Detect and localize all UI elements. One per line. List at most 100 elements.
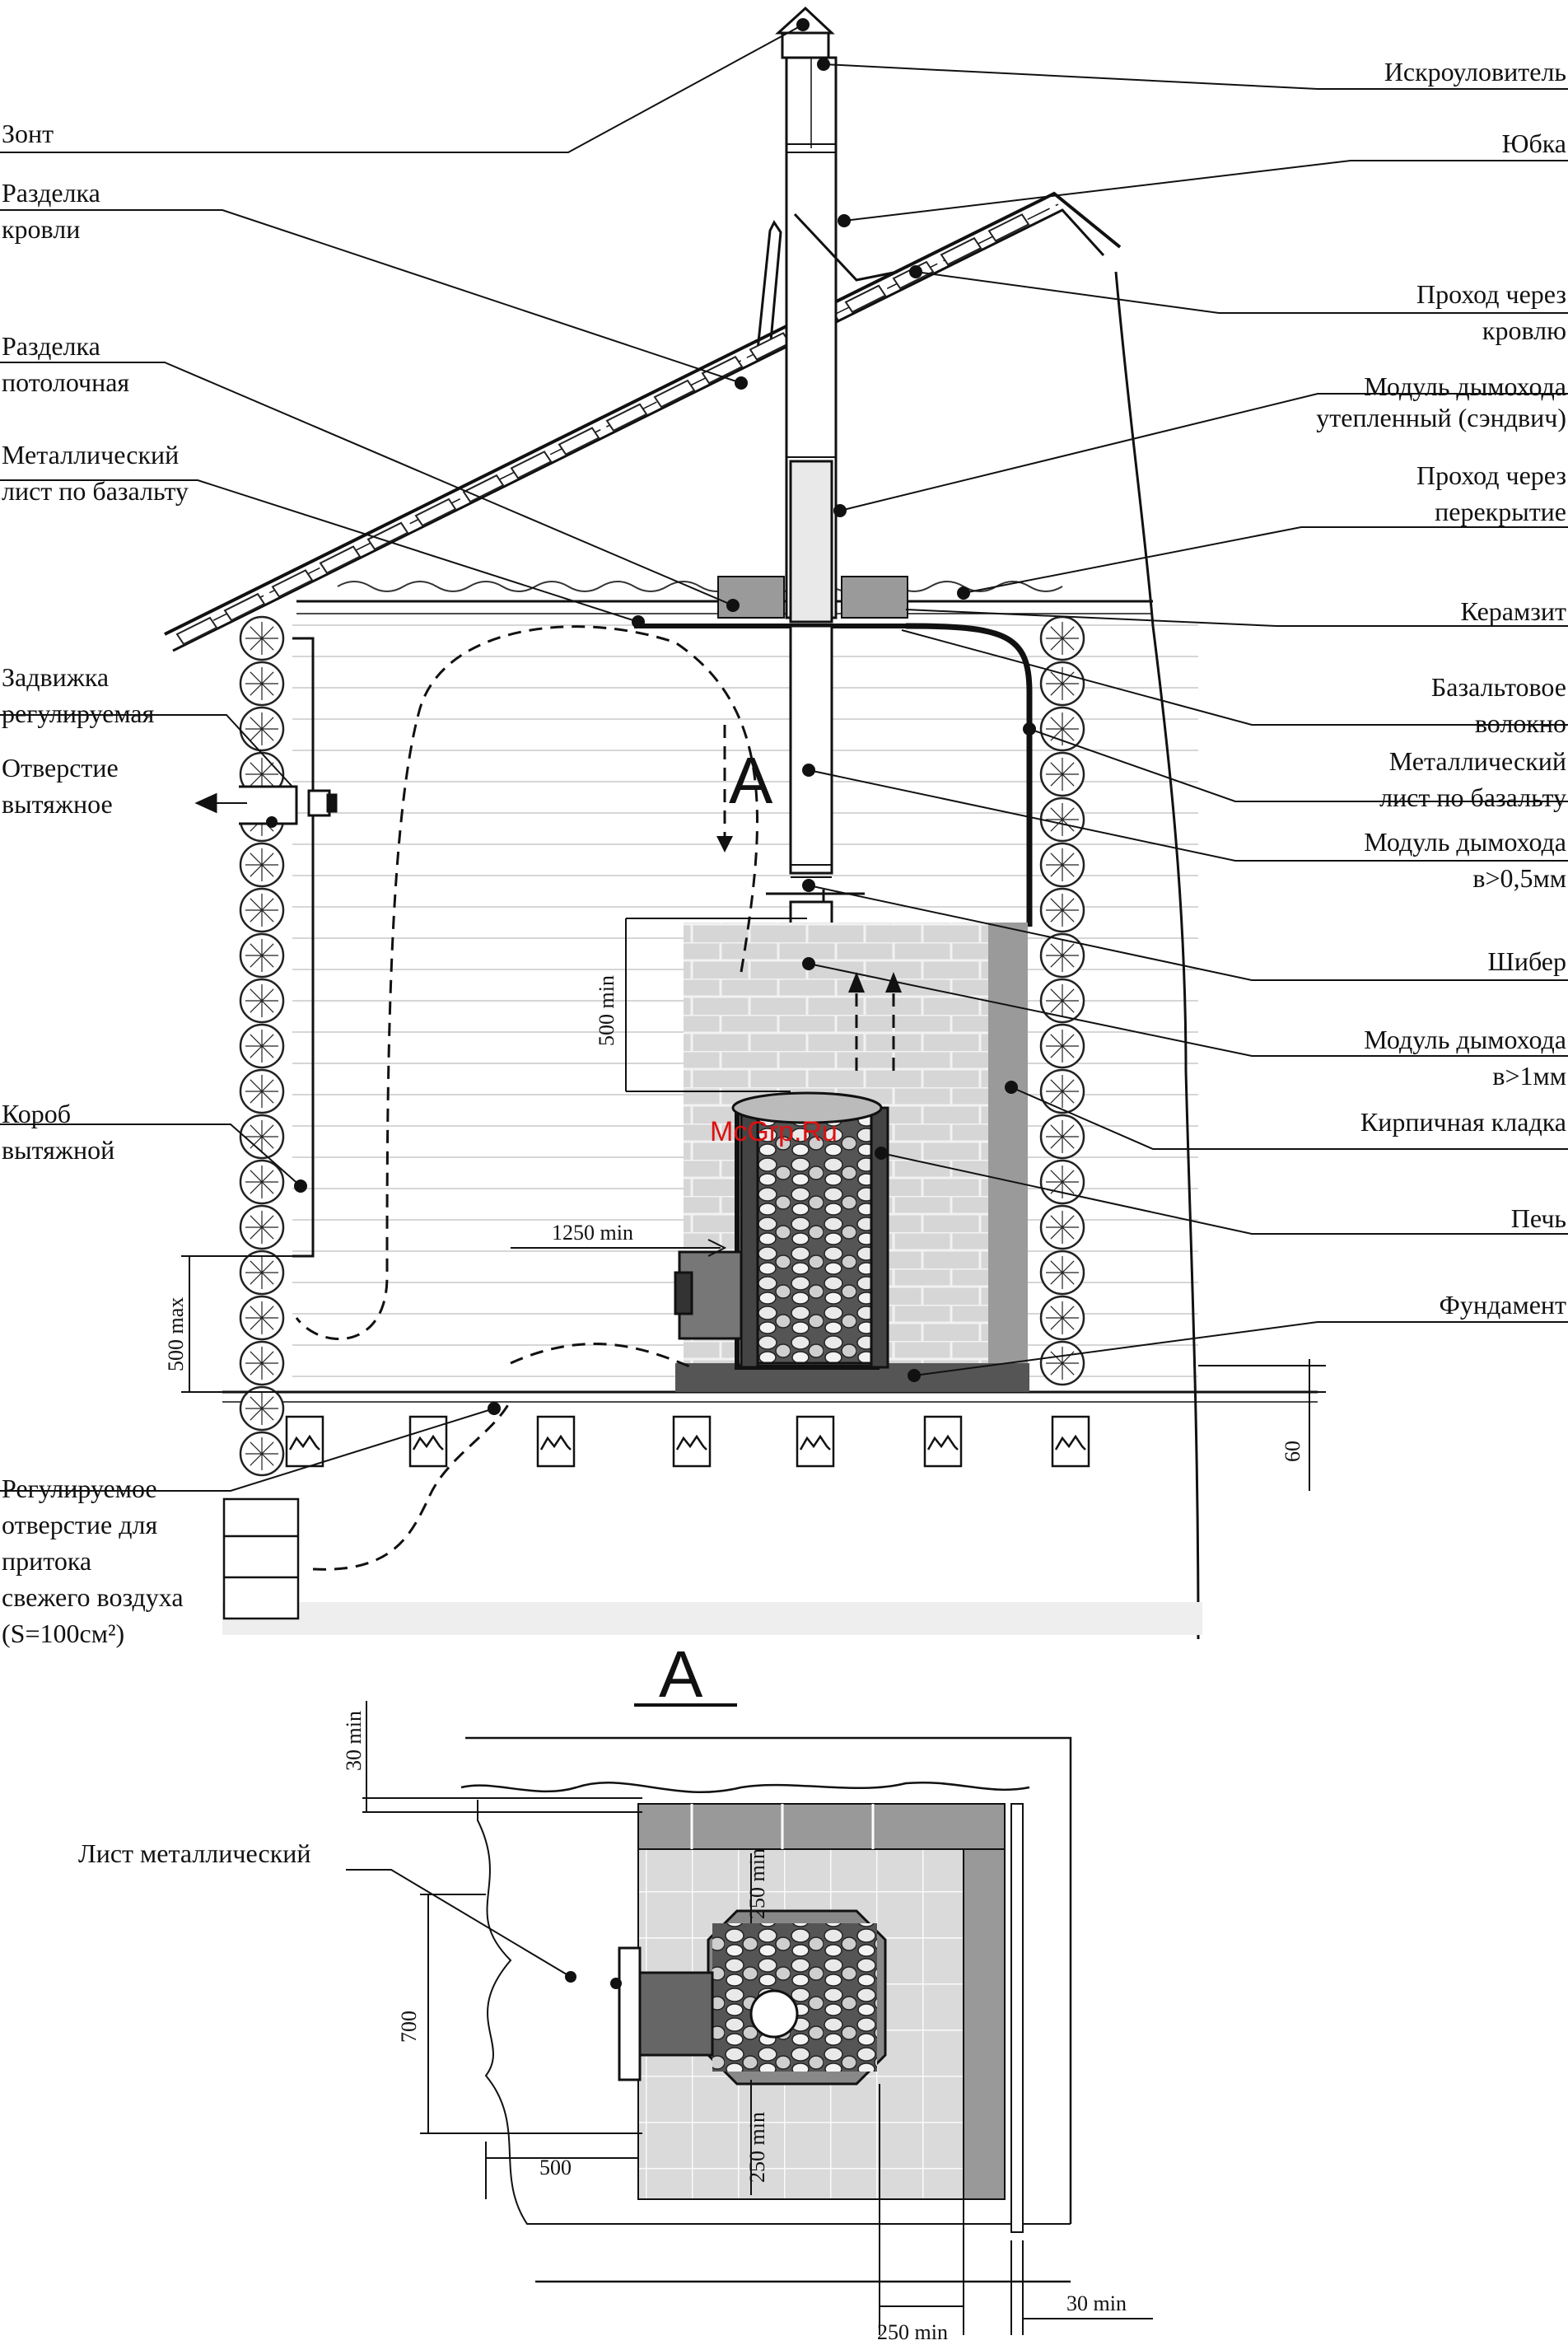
label-line: Металлический [2,440,180,469]
dimension-lines [181,918,1326,1491]
roof-tile [223,592,266,622]
label-line: Кирпичная кладка [1360,1107,1566,1137]
log-wall-right [1039,615,1085,1386]
label-line: лист по базальту [1379,782,1566,812]
label-line: Отверстие [2,753,119,782]
plan-title: A [659,1637,703,1711]
label-pech: Печь [1511,1200,1566,1236]
roof-tile [271,569,314,598]
stove [674,1091,889,1370]
label-line: регулируемая [2,698,155,728]
log-wall-left [239,615,285,1477]
dim-30-min-plan: 30 min [1066,2291,1127,2315]
label-line: Разделка [2,331,100,361]
roof-tile [940,236,982,266]
label-line: потолочная [2,367,130,397]
label-line: Юбка [1501,128,1566,158]
label-otverstie-vytyazhnoe: Отверстие вытяжное [2,750,119,822]
dim-1250-min: 1250 min [552,1221,633,1245]
label-line: Разделка [2,178,100,208]
label-prohod-perekrytie: Проход через перекрытие [1416,457,1566,530]
label-line: (S=100см²) [2,1619,125,1648]
label-line: волокно [1474,708,1566,738]
label-keramzit: Керамзит [1460,593,1566,629]
roof-tile [605,403,648,432]
label-line: Модуль дымохода [1364,1025,1566,1054]
label-line: Печь [1510,1203,1566,1233]
label-line: в>1мм [1492,1061,1566,1091]
exhaust-duct [194,637,338,1258]
label-modul-1: Модуль дымохода в>1мм [1364,1021,1566,1094]
label-line: свежего воздуха [2,1582,184,1612]
label-line: Керамзит [1460,596,1566,626]
label-line: Задвижка [2,662,110,692]
label-line: Модуль дымохода [1364,827,1566,857]
roof-tile [414,497,457,527]
dim-500-min: 500 min [595,975,618,1046]
foundation-pillar [285,1415,324,1468]
label-line: перекрытие [1435,497,1566,526]
label-line: Металлический [1388,746,1566,776]
dim-500-max: 500 max [164,1297,188,1371]
foundation-pillars [285,1415,1090,1468]
foundation-pillar [672,1415,712,1468]
foundation-pillar [536,1415,576,1468]
label-razdelka-krovli: Разделка кровли [2,175,100,247]
roof-tile [510,451,553,479]
dim-30-min-top: 30 min [342,1711,366,1771]
dim-250-min-plan: 250 min [877,2320,948,2344]
label-line: Проход через [1416,279,1566,309]
label-line: Регулируемое [2,1474,157,1503]
foundation-block [222,1497,300,1620]
label-line: в>0,5мм [1472,863,1566,893]
label-line: Шибер [1487,946,1566,976]
label-line: Проход через [1416,460,1566,490]
air-flow-arrows [716,836,902,993]
label-razdelka-potolochnaya: Разделка потолочная [2,328,129,400]
label-line: Фундамент [1439,1290,1566,1320]
section-mark-elevation: A [729,744,773,817]
roof-tile [366,521,409,551]
label-yubka: Юбка [1502,125,1566,161]
label-line: Искроуловитель [1384,57,1566,86]
roof-tile [844,284,887,314]
label-iskrouloviteli: Искроуловитель [1384,54,1566,90]
label-line: утепленный (сэндвич) [1316,403,1566,432]
foundation-pillar [408,1415,448,1468]
label-metal-list-left: Металлический лист по базальту [2,437,189,509]
roof-tile [653,379,696,409]
label-metal-list-right: Металлический лист по базальту [1379,743,1566,815]
ceiling-insulation [337,576,1063,927]
foundation-pillar [796,1415,835,1468]
label-line: кровли [2,214,81,244]
label-modul-05: Модуль дымохода в>0,5мм [1364,824,1566,896]
dim-60: 60 [1281,1441,1304,1462]
air-flow [295,625,895,1571]
label-kirpichnaya: Кирпичная кладка [1360,1104,1566,1140]
leader-dots [266,18,1036,1415]
roof-tile [175,616,218,646]
section-mark: A [729,744,773,817]
label-fundament: Фундамент [1440,1287,1566,1323]
label-line: вытяжной [2,1135,115,1165]
label-zadvizhka: Задвижка регулируемая [2,659,154,731]
foundation-pillar [1051,1415,1090,1468]
roof-tile [701,355,744,385]
roof-tile [987,213,1030,242]
label-zont: Зонт [2,115,54,152]
label-line: вытяжное [2,789,113,819]
plan-view: A [346,1637,1153,2335]
roof-tile [558,427,600,455]
roof-tile [319,545,362,574]
leader-lines [0,24,1568,1492]
dim-250-min-bottom: 250 min [745,2112,769,2183]
label-line: лист по базальту [2,476,189,506]
dim-700: 700 [397,2011,421,2043]
watermark: McGrp.Ru [710,1116,838,1147]
label-shiber: Шибер [1488,943,1566,979]
